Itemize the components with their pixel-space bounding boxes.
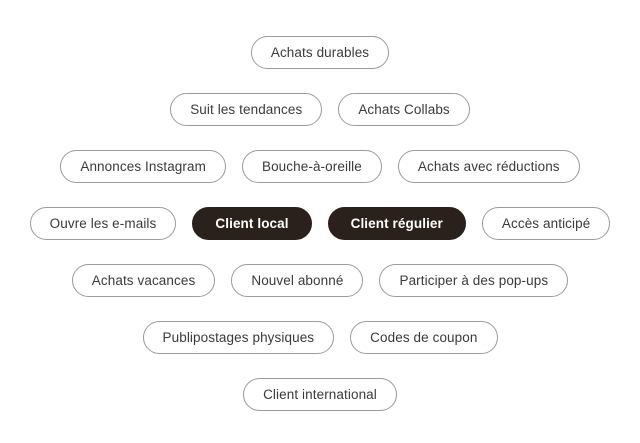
tag-row: Ouvre les e-mails Client local Client régu…: [0, 207, 640, 240]
tag-row: Annonces Instagram Bouche-à-oreille Achats…: [0, 150, 640, 183]
tag-pill[interactable]: Bouche-à-oreille: [241, 150, 382, 183]
tag-pill[interactable]: Accès anticipé: [481, 207, 611, 240]
tag-pill-highlighted[interactable]: Client régulier: [327, 207, 466, 240]
tag-row: Client international: [0, 378, 640, 411]
tag-pill[interactable]: Annonces Instagram: [60, 150, 226, 183]
tag-pill[interactable]: Achats avec réductions: [397, 150, 580, 183]
tag-row: Publipostages physiques Codes de coupon: [0, 321, 640, 354]
tag-row: Suit les tendances Achats Collabs: [0, 93, 640, 126]
tag-pill[interactable]: Suit les tendances: [170, 93, 323, 126]
tag-row: Achats durables: [0, 36, 640, 69]
tag-pill[interactable]: Client international: [243, 378, 397, 411]
tag-pill[interactable]: Achats Collabs: [338, 93, 470, 126]
tag-pill[interactable]: Achats vacances: [71, 264, 216, 297]
tag-pill[interactable]: Participer à des pop-ups: [379, 264, 569, 297]
tag-pill[interactable]: Ouvre les e-mails: [29, 207, 177, 240]
tag-pill[interactable]: Codes de coupon: [350, 321, 498, 354]
tag-pill-highlighted[interactable]: Client local: [192, 207, 312, 240]
tag-pill[interactable]: Achats durables: [250, 36, 390, 69]
tag-pill[interactable]: Nouvel abonné: [231, 264, 364, 297]
tag-row: Achats vacances Nouvel abonné Participer à…: [0, 264, 640, 297]
tag-pill[interactable]: Publipostages physiques: [142, 321, 335, 354]
